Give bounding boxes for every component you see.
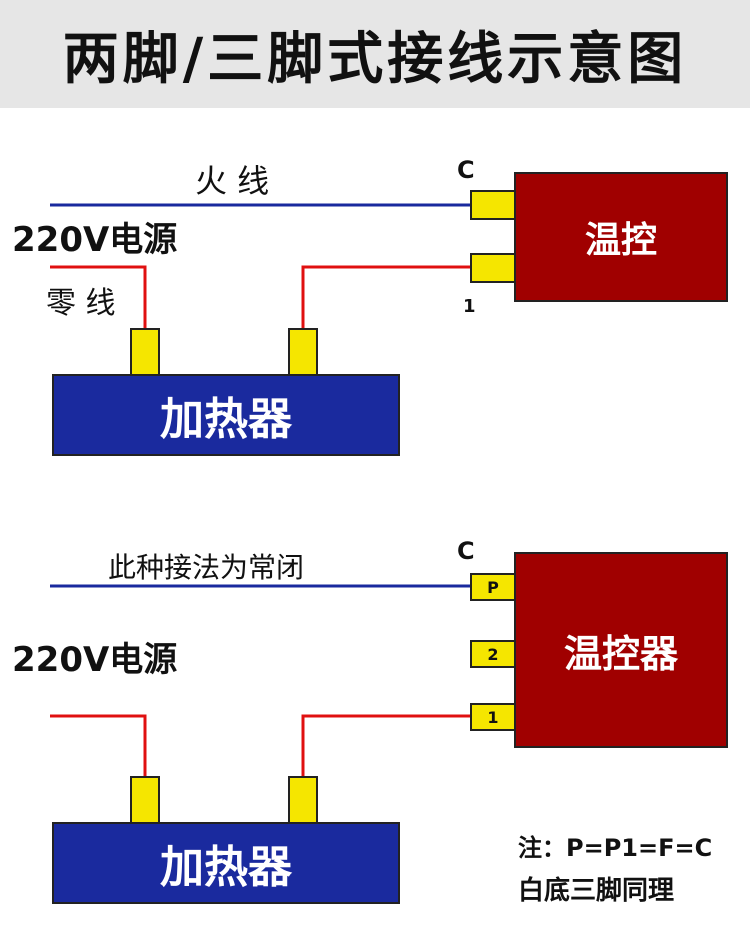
terminal-1-label-1: 1 bbox=[463, 296, 476, 317]
neutral-wire-1 bbox=[50, 265, 147, 330]
thermostat-box-2: 温控器 bbox=[514, 552, 728, 748]
thermostat-label-2: 温控器 bbox=[563, 631, 678, 676]
thermostat-to-heater-wire-2 bbox=[301, 714, 470, 778]
heater-box-2: 加热器 bbox=[52, 822, 400, 904]
terminal-2-label: 2 bbox=[487, 644, 499, 664]
heater-label-1: 加热器 bbox=[160, 394, 292, 445]
heater-terminal-right-1 bbox=[288, 328, 318, 376]
neutral-wire-2 bbox=[50, 714, 147, 778]
terminal-2-2: 2 bbox=[470, 640, 516, 668]
thermostat-label-1: 温控 bbox=[584, 220, 657, 261]
title-bar: 两脚/三脚式接线示意图 bbox=[0, 0, 750, 108]
terminal-c-label-2: C bbox=[457, 537, 475, 565]
terminal-p-label: P bbox=[487, 577, 499, 597]
terminal-1-1 bbox=[470, 253, 516, 283]
terminal-1-2: 1 bbox=[470, 703, 516, 731]
terminal-c-1 bbox=[470, 190, 516, 220]
page-title: 两脚/三脚式接线示意图 bbox=[62, 26, 688, 92]
terminal-c-label-1: C bbox=[457, 156, 475, 184]
power-label-2: 220V电源 bbox=[12, 640, 178, 680]
thermostat-box-1: 温控 bbox=[514, 172, 728, 302]
heater-box-1: 加热器 bbox=[52, 374, 400, 456]
neutral-wire-label: 零 线 bbox=[46, 286, 116, 321]
heater-terminal-left-1 bbox=[130, 328, 160, 376]
power-label-1: 220V电源 bbox=[12, 220, 178, 260]
footnote-line-1: 注：P=P1=F=C bbox=[518, 834, 713, 862]
heater-terminal-left-2 bbox=[130, 776, 160, 824]
normally-closed-note: 此种接法为常闭 bbox=[108, 551, 305, 584]
heater-terminal-right-2 bbox=[288, 776, 318, 824]
thermostat-to-heater-wire-1 bbox=[301, 265, 470, 330]
terminal-1-label-2: 1 bbox=[487, 707, 499, 727]
heater-label-2: 加热器 bbox=[160, 842, 292, 893]
live-wire-label: 火 线 bbox=[195, 162, 270, 200]
terminal-p-2: P bbox=[470, 573, 516, 601]
footnote-line-2: 白底三脚同理 bbox=[518, 876, 675, 906]
